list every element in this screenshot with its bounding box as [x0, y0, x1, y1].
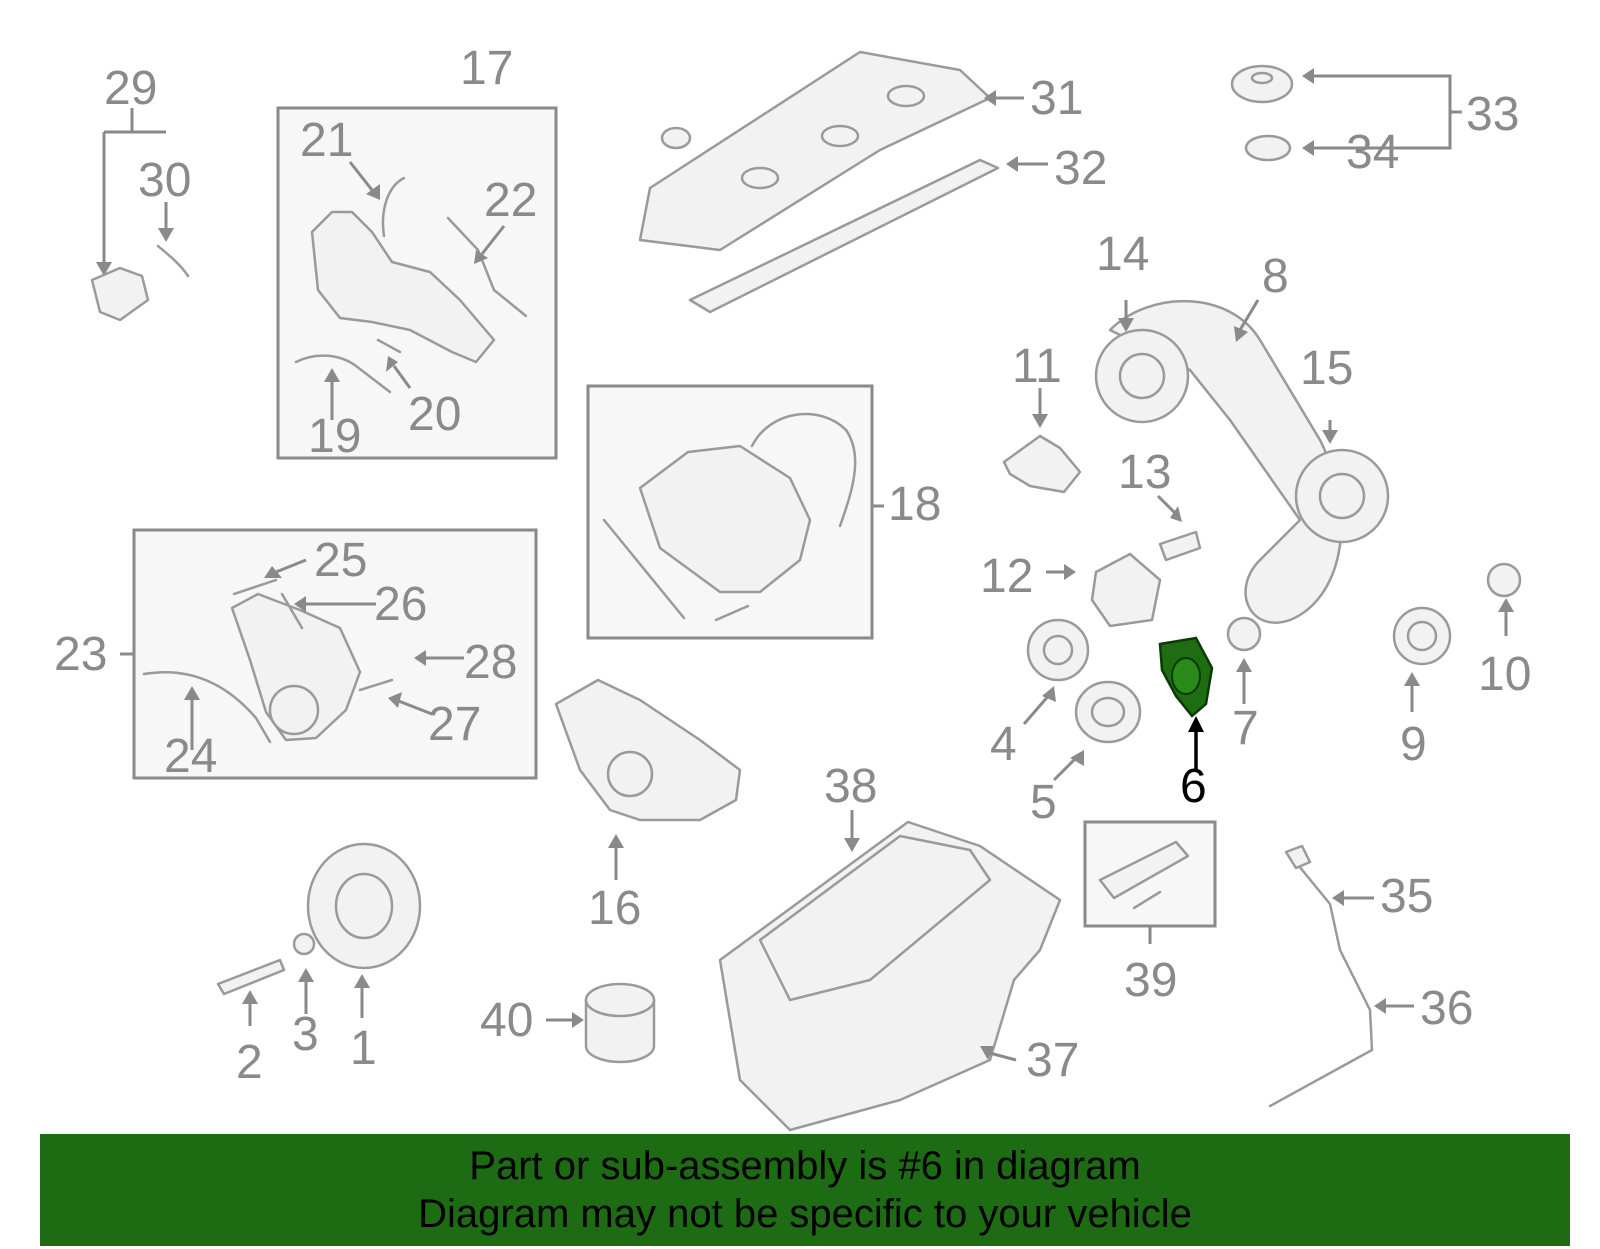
- callout-11: 11: [1012, 340, 1062, 393]
- callout-3: 3: [292, 1008, 319, 1061]
- callout-18: 18: [888, 478, 941, 531]
- part-31-32: [638, 50, 1048, 314]
- callout-39: 39: [1124, 954, 1177, 1007]
- callout-24: 24: [164, 730, 217, 783]
- part-35-36: [1268, 844, 1414, 1108]
- callout-28: 28: [464, 636, 517, 689]
- callout-8: 8: [1262, 250, 1289, 303]
- callout-35: 35: [1380, 870, 1433, 923]
- callout-23: 23: [54, 628, 107, 681]
- part-11-12-13: [1002, 388, 1202, 628]
- callout-14: 14: [1096, 228, 1149, 281]
- part-37-38: [718, 810, 1062, 1132]
- part-33-34: [1230, 64, 1462, 162]
- callout-38: 38: [824, 760, 877, 813]
- callout-37: 37: [1026, 1034, 1079, 1087]
- callout-33: 33: [1466, 88, 1519, 141]
- part-29-30: [90, 108, 190, 322]
- part-40: [546, 982, 656, 1064]
- callout-36: 36: [1420, 982, 1473, 1035]
- callout-6: 6: [1180, 760, 1207, 813]
- callout-20: 20: [408, 388, 461, 441]
- callout-29: 29: [104, 62, 157, 115]
- part-1-2-3: [216, 842, 422, 1026]
- callout-4: 4: [990, 718, 1017, 771]
- callout-27: 27: [428, 698, 481, 751]
- callout-7: 7: [1232, 702, 1259, 755]
- callout-30: 30: [138, 154, 191, 207]
- info-banner: Part or sub-assembly is #6 in diagram Di…: [40, 1134, 1570, 1246]
- callout-10: 10: [1478, 648, 1531, 701]
- part-39: [1098, 840, 1190, 944]
- callout-26: 26: [374, 578, 427, 631]
- part-16: [554, 678, 742, 880]
- callout-22: 22: [484, 174, 537, 227]
- part-17-group: [294, 161, 528, 420]
- callout-9: 9: [1400, 718, 1427, 771]
- callout-17: 17: [460, 42, 513, 95]
- callout-15: 15: [1300, 342, 1353, 395]
- callout-16: 16: [588, 882, 641, 935]
- callout-32: 32: [1054, 142, 1107, 195]
- part-18-group: [602, 412, 884, 622]
- callout-2: 2: [236, 1036, 263, 1089]
- part-23-group: [120, 558, 464, 750]
- callout-31: 31: [1030, 72, 1083, 125]
- banner-line-2: Diagram may not be specific to your vehi…: [418, 1192, 1192, 1236]
- callout-25: 25: [314, 534, 367, 587]
- callout-1: 1: [350, 1022, 377, 1075]
- callout-34: 34: [1346, 126, 1399, 179]
- part-4-5-7-9-10: [1022, 562, 1522, 782]
- callout-21: 21: [300, 114, 353, 167]
- callout-19: 19: [308, 410, 361, 463]
- callout-40: 40: [480, 994, 533, 1047]
- callout-5: 5: [1030, 776, 1057, 829]
- callout-13: 13: [1118, 446, 1171, 499]
- part-8-14-15: [1094, 299, 1390, 624]
- banner-line-1: Part or sub-assembly is #6 in diagram: [469, 1144, 1141, 1188]
- callout-12: 12: [980, 550, 1033, 603]
- part-6-highlighted: [1158, 636, 1214, 770]
